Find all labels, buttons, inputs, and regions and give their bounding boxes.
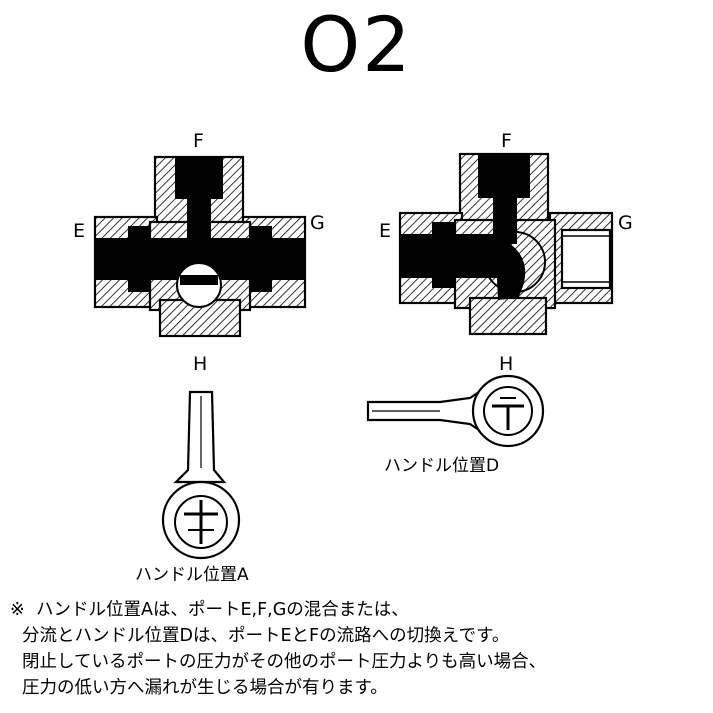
valve-d-handle-label: H	[499, 353, 514, 375]
valve-d-ball	[484, 231, 546, 293]
note-mark: ※	[10, 600, 25, 620]
valve-d-port-e-label: E	[379, 220, 392, 242]
valve-a-ball	[176, 262, 222, 308]
valve-a-port-e-label: E	[73, 220, 86, 242]
valve-d-caption: ハンドル位置D	[384, 456, 500, 476]
model-title: O2	[300, 0, 413, 89]
valve-a-handle	[161, 390, 241, 560]
valve-d-flow-path	[400, 154, 530, 300]
note-line-1-text: ハンドル位置Aは、ポートE,F,Gの混合または、	[36, 600, 409, 620]
note-line-2: 分流とハンドル位置Dは、ポートEとFの流路への切換えです。	[22, 626, 510, 646]
valve-a-port-g-label: G	[310, 212, 325, 234]
valve-d-port-f-label: F	[501, 130, 512, 152]
note-line-1: ※ ハンドル位置Aは、ポートE,F,Gの混合または、	[10, 597, 710, 623]
valve-d-port-g-label: G	[618, 212, 633, 234]
valve-d-handle	[366, 374, 545, 448]
note-line-3: 閉止しているポートの圧力がその他のポート圧力よりも高い場合、	[22, 652, 547, 672]
valve-a-caption: ハンドル位置A	[135, 565, 249, 585]
valve-a-handle-label: H	[193, 353, 208, 375]
valve-a-port-f-label: F	[193, 130, 204, 152]
note-line-4: 圧力の低い方へ漏れが生じる場合が有ります。	[22, 678, 388, 698]
note-block: ※ ハンドル位置Aは、ポートE,F,Gの混合または、 分流とハンドル位置Dは、ポー…	[10, 597, 710, 701]
